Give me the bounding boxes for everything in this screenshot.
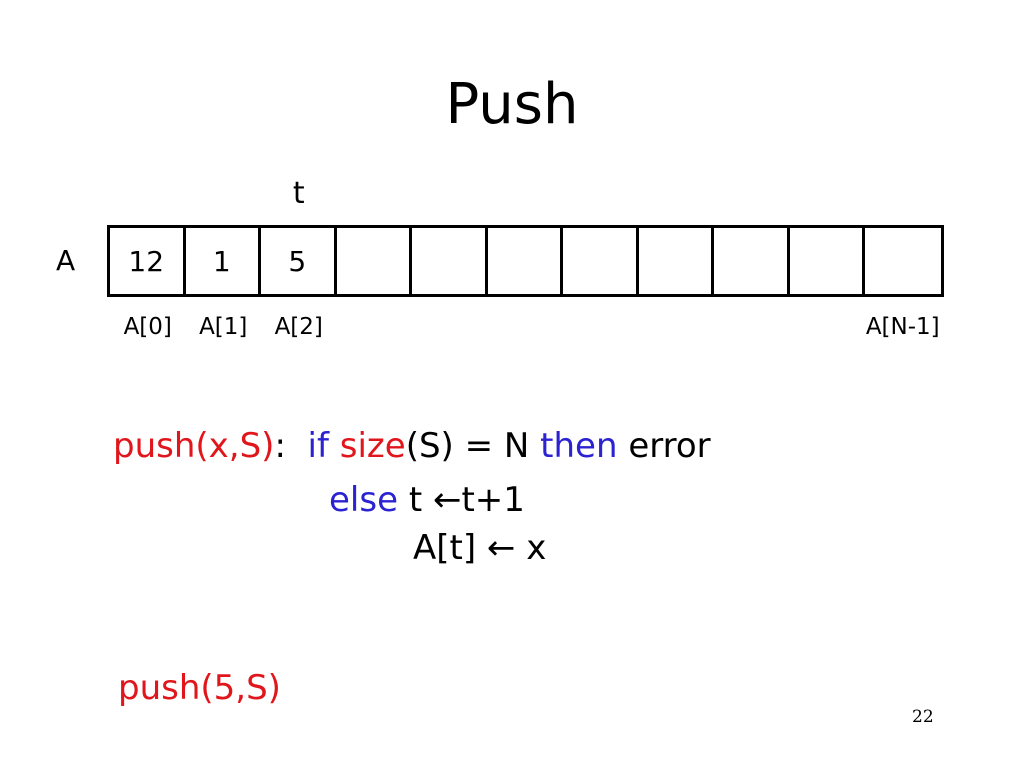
array-cell: [865, 228, 941, 294]
code-assign: A[t] ← x: [413, 528, 547, 568]
array-index-label: A[1]: [199, 314, 248, 340]
array-cell: [714, 228, 790, 294]
example-call: push(5,S): [118, 668, 281, 708]
array-cell: 5: [261, 228, 337, 294]
array-index-label: A[0]: [123, 314, 172, 340]
array-index-label: A[2]: [274, 314, 323, 340]
slide-title: Push: [445, 72, 579, 137]
code-keyword-if: if: [307, 426, 329, 466]
array-cell: [639, 228, 714, 294]
array-cell: [337, 228, 412, 294]
code-line-1: push(x,S): if size(S) = N then error: [113, 424, 711, 468]
array-cell: [790, 228, 865, 294]
code-keyword-else: else: [329, 480, 398, 520]
array-cell: [563, 228, 639, 294]
code-increment: t ←t+1: [408, 480, 525, 520]
code-condition: (S) = N: [405, 426, 530, 466]
code-keyword-then: then: [540, 426, 618, 466]
array-name-label: A: [56, 244, 76, 277]
code-line-3: A[t] ← x: [413, 526, 546, 570]
top-pointer-label: t: [292, 176, 305, 211]
code-func-name: push(x,S): [113, 426, 275, 466]
slide-number: 22: [912, 707, 934, 727]
array-index-label: A[N-1]: [865, 314, 940, 340]
code-error: error: [628, 426, 711, 466]
array-cell: 12: [110, 228, 186, 294]
array-cell: [488, 228, 563, 294]
code-func-size: size: [339, 426, 406, 466]
code-line-2: else t ←t+1: [329, 478, 525, 522]
code-colon: :: [274, 426, 286, 466]
array-cell: 1: [186, 228, 261, 294]
array-cell: [412, 228, 488, 294]
